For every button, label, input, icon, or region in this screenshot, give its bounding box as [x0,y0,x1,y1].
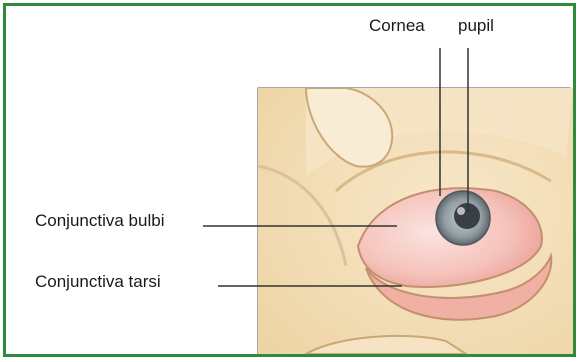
pupil-circle [454,203,480,229]
label-conjunctiva-bulbi: Conjunctiva bulbi [35,211,164,231]
label-cornea: Cornea [369,16,425,36]
label-conjunctiva-tarsi: Conjunctiva tarsi [35,272,161,292]
label-pupil: pupil [458,16,494,36]
eye-illustration [6,6,573,354]
figure-frame: Cornea pupil Conjunctiva bulbi Conjuncti… [3,3,576,357]
